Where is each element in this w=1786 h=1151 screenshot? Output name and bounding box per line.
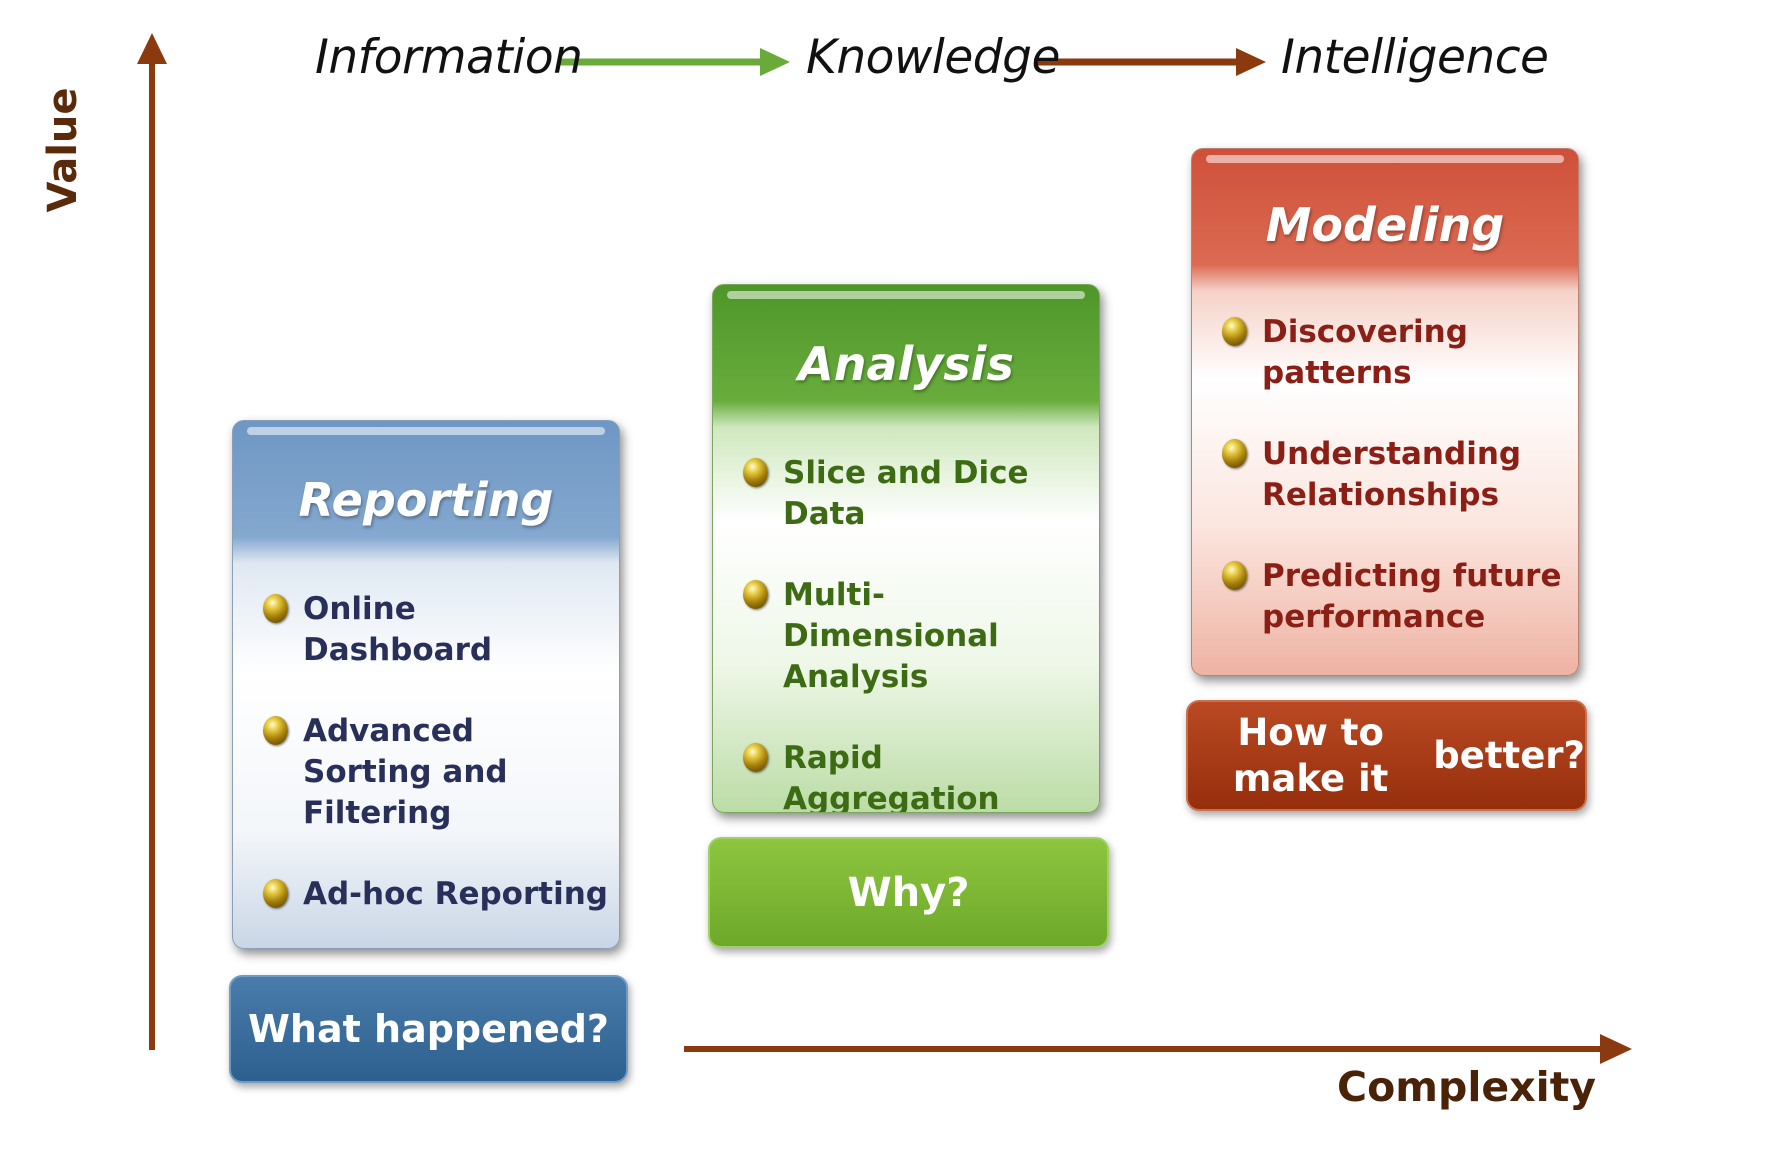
card-gloss bbox=[247, 427, 605, 435]
info-to-knowledge-arrow bbox=[560, 48, 790, 76]
modeling-item-3: Predicting future performance bbox=[1262, 558, 1562, 635]
modeling-list: Discovering patterns Understanding Relat… bbox=[1222, 312, 1570, 675]
list-item: Rapid Aggregation using OLAPc bbox=[743, 738, 1091, 813]
analysis-list: Slice and Dice Data Multi-Dimensional An… bbox=[743, 453, 1091, 813]
question-how-line-2: better? bbox=[1433, 733, 1585, 777]
flow-knowledge-label: Knowledge bbox=[806, 30, 1060, 85]
gold-bullet-icon bbox=[1222, 561, 1247, 590]
list-item: Advanced Sorting and Filtering bbox=[263, 711, 611, 834]
reporting-header: Reporting bbox=[233, 421, 619, 566]
analysis-title: Analysis bbox=[798, 336, 1014, 391]
complexity-axis-arrow bbox=[684, 1034, 1632, 1064]
card-gloss bbox=[1206, 155, 1564, 163]
gold-bullet-icon bbox=[263, 879, 288, 908]
complexity-axis-label: Complexity bbox=[1337, 1063, 1597, 1111]
list-item: Discovering patterns bbox=[1222, 312, 1570, 394]
reporting-item-2: Advanced Sorting and Filtering bbox=[303, 713, 508, 831]
reporting-item-1: Online Dashboard bbox=[303, 591, 493, 668]
gold-bullet-icon bbox=[1222, 439, 1247, 468]
list-item: Ad-hoc Reporting bbox=[263, 874, 611, 915]
analysis-card: Analysis Slice and Dice Data Multi-Dimen… bbox=[712, 284, 1100, 813]
modeling-title: Modeling bbox=[1265, 198, 1505, 252]
list-item: Understanding Relationships bbox=[1222, 434, 1570, 516]
knowledge-to-intelligence-arrow bbox=[1034, 48, 1266, 76]
list-item: Predicting future performance bbox=[1222, 556, 1570, 638]
gold-bullet-icon bbox=[743, 580, 768, 609]
list-item: Multi-Dimensional Analysis bbox=[743, 575, 1091, 698]
analysis-header: Analysis bbox=[713, 285, 1099, 430]
list-item: Online Dashboard bbox=[263, 589, 611, 671]
list-item: Slice and Dice Data bbox=[743, 453, 1091, 535]
gold-bullet-icon bbox=[263, 594, 288, 623]
flow-information-label: Information bbox=[315, 30, 583, 85]
card-gloss bbox=[727, 291, 1085, 299]
modeling-item-2: Understanding Relationships bbox=[1262, 436, 1522, 513]
reporting-title: Reporting bbox=[298, 472, 554, 527]
gold-bullet-icon bbox=[1222, 317, 1247, 346]
value-axis-arrow bbox=[137, 33, 167, 1050]
modeling-item-1: Discovering patterns bbox=[1262, 314, 1468, 391]
analysis-item-3: Rapid Aggregation using OLAPc bbox=[783, 740, 1000, 813]
analysis-item-2: Multi-Dimensional Analysis bbox=[783, 577, 999, 695]
question-why: Why? bbox=[708, 837, 1109, 948]
reporting-list: Online Dashboard Advanced Sorting and Fi… bbox=[263, 589, 611, 948]
analysis-item-1: Slice and Dice Data bbox=[783, 455, 1029, 532]
question-how-line-1: How to make it bbox=[1232, 710, 1389, 800]
flow-intelligence-label: Intelligence bbox=[1281, 30, 1549, 85]
gold-bullet-icon bbox=[743, 743, 768, 772]
reporting-item-3: Ad-hoc Reporting bbox=[303, 876, 608, 912]
value-axis-label: Value bbox=[40, 87, 86, 213]
modeling-header: Modeling bbox=[1192, 149, 1578, 289]
gold-bullet-icon bbox=[743, 458, 768, 487]
gold-bullet-icon bbox=[263, 716, 288, 745]
question-what-happened: What happened? bbox=[229, 975, 628, 1083]
question-how-to-make-better: How to make it better? bbox=[1186, 700, 1587, 811]
modeling-card: Modeling Discovering patterns Understand… bbox=[1191, 148, 1579, 676]
reporting-card: Reporting Online Dashboard Advanced Sort… bbox=[232, 420, 620, 949]
